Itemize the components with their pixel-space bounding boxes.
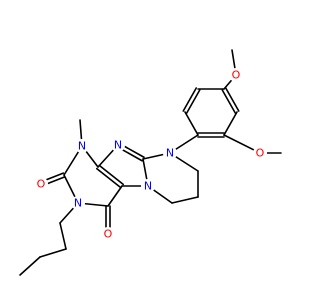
atom-n-imidazole: N	[114, 139, 122, 152]
atom-label-background	[141, 179, 155, 193]
atom-n-methyl: N	[78, 140, 86, 153]
atom-label-background	[111, 138, 125, 152]
atom-n-bridge: N	[144, 180, 152, 193]
atom-n-butyl: N	[74, 197, 82, 210]
atom-n-aryl: N	[166, 147, 174, 160]
atom-o-methoxy-ortho: O	[256, 147, 265, 160]
atom-label-background	[101, 227, 115, 241]
atom-o-methoxy-para: O	[232, 69, 241, 82]
bond-line	[19, 256, 41, 276]
bond-line	[185, 89, 201, 114]
molecule-structure: N N N N N O O O O	[19, 49, 282, 276]
bond-line	[182, 87, 198, 112]
atom-o-carbonyl-upper: O	[37, 178, 46, 191]
bond-lines	[19, 49, 282, 276]
bond-line	[184, 111, 199, 136]
bond-line	[59, 222, 67, 250]
bond-line	[221, 89, 237, 114]
atom-o-carbonyl-lower: O	[104, 228, 113, 241]
atom-label-background	[34, 177, 48, 191]
atom-label-background	[229, 68, 243, 82]
bond-line	[171, 196, 199, 204]
atom-label-background	[163, 146, 177, 160]
bond-line	[39, 248, 67, 258]
bond-line	[223, 111, 238, 136]
bond-line	[224, 87, 240, 112]
atom-label-background	[75, 139, 89, 153]
bond-line	[95, 167, 122, 189]
bond-line	[107, 185, 123, 207]
atom-label-background	[71, 196, 85, 210]
atom-labels: N N N N N O O O O	[34, 68, 267, 241]
atom-label-background	[253, 146, 267, 160]
bond-line	[98, 164, 125, 186]
